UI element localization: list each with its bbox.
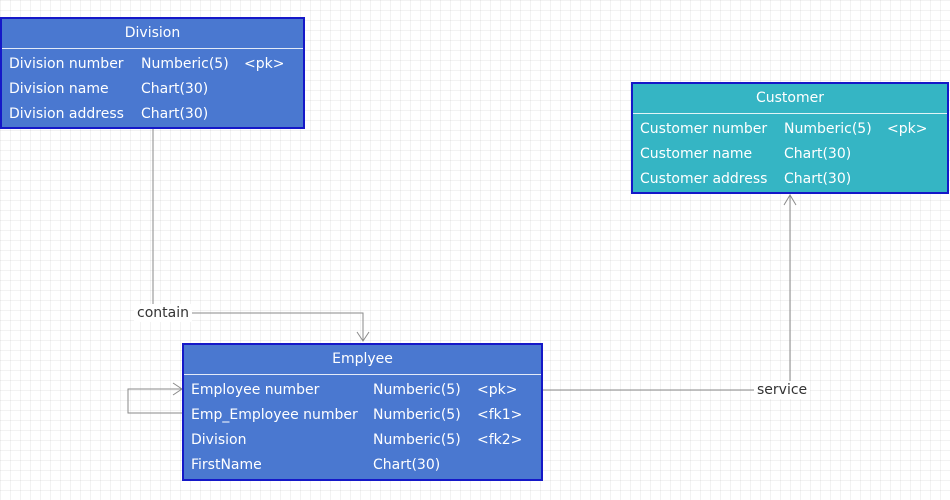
attribute-name: Customer address — [640, 171, 768, 187]
attribute-name: Division name — [9, 81, 109, 97]
attribute-row[interactable]: Customer address Chart(30) — [633, 167, 947, 192]
attribute-row[interactable]: Customer number Numberic(5) <pk> — [633, 117, 947, 142]
attribute-key: <fk1> — [477, 407, 523, 423]
attribute-type: Chart(30) — [141, 81, 209, 97]
attribute-name: Emp_Employee number — [191, 407, 358, 423]
attribute-type: Chart(30) — [784, 146, 852, 162]
attribute-type: Numberic(5) — [373, 432, 461, 448]
attribute-name: Division — [191, 432, 247, 448]
attribute-type: Numberic(5) — [784, 121, 872, 137]
attribute-type: Chart(30) — [784, 171, 852, 187]
attribute-key: <pk> — [244, 56, 285, 72]
contain-relationship-label[interactable]: contain — [134, 304, 192, 322]
attribute-key: <pk> — [887, 121, 928, 137]
attribute-name: Employee number — [191, 382, 320, 398]
attribute-row[interactable]: Employee number Numberic(5) <pk> — [184, 378, 541, 403]
self-reference-arrowhead — [172, 382, 183, 396]
attribute-key: <pk> — [477, 382, 518, 398]
attribute-name: Division address — [9, 106, 124, 122]
division-entity-title: Division — [2, 19, 303, 49]
division-entity[interactable]: Division Division number Numberic(5) <pk… — [0, 17, 305, 129]
service-connector — [542, 195, 791, 391]
attribute-name: FirstName — [191, 457, 262, 473]
attribute-type: Numberic(5) — [373, 407, 461, 423]
attribute-key: <fk2> — [477, 432, 523, 448]
attribute-row[interactable]: Customer name Chart(30) — [633, 142, 947, 167]
attribute-row[interactable]: Division address Chart(30) — [2, 102, 303, 127]
attribute-row[interactable]: Division name Chart(30) — [2, 77, 303, 102]
self-reference-connector — [127, 388, 182, 414]
attribute-type: Chart(30) — [373, 457, 441, 473]
attribute-row[interactable]: Division number Numberic(5) <pk> — [2, 52, 303, 77]
service-arrowhead — [783, 194, 797, 206]
customer-entity-title: Customer — [633, 84, 947, 114]
attribute-type: Numberic(5) — [141, 56, 229, 72]
attribute-row[interactable]: Emp_Employee number Numberic(5) <fk1> — [184, 403, 541, 428]
customer-entity[interactable]: Customer Customer number Numberic(5) <pk… — [631, 82, 949, 194]
attribute-name: Division number — [9, 56, 124, 72]
contain-arrowhead — [356, 331, 370, 342]
attribute-row[interactable]: FirstName Chart(30) — [184, 453, 541, 478]
service-relationship-label[interactable]: service — [754, 381, 811, 399]
employee-entity-title: Emplyee — [184, 345, 541, 375]
attribute-name: Customer name — [640, 146, 753, 162]
employee-entity[interactable]: Emplyee Employee number Numberic(5) <pk>… — [182, 343, 543, 481]
attribute-name: Customer number — [640, 121, 768, 137]
attribute-row[interactable]: Division Numberic(5) <fk2> — [184, 428, 541, 453]
attribute-type: Numberic(5) — [373, 382, 461, 398]
attribute-type: Chart(30) — [141, 106, 209, 122]
